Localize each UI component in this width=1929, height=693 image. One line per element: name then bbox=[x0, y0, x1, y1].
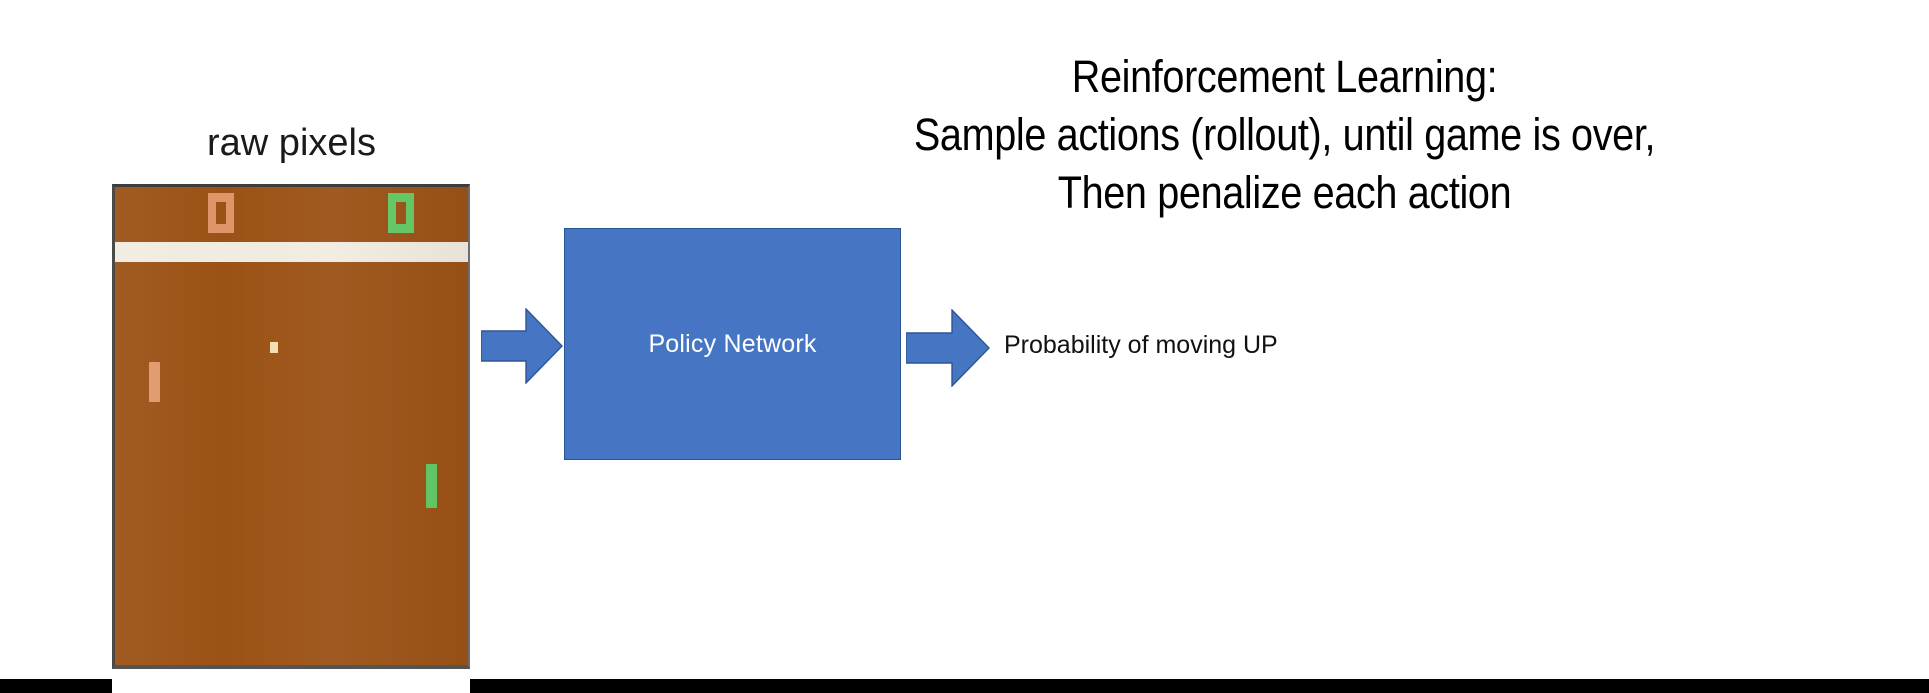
output-probability-label: Probability of moving UP bbox=[1004, 331, 1278, 359]
arrow-policy-to-probability-icon bbox=[906, 309, 990, 387]
pong-divider-line bbox=[115, 242, 468, 262]
pong-game-screen bbox=[112, 184, 470, 669]
policy-network-label: Policy Network bbox=[648, 329, 817, 358]
letterbox-bar-right bbox=[470, 679, 1929, 693]
letterbox-bar-left bbox=[0, 679, 112, 693]
raw-pixels-caption: raw pixels bbox=[207, 122, 376, 164]
paddle-left bbox=[149, 362, 160, 402]
headline-line-2: Sample actions (rollout), until game is … bbox=[913, 109, 1656, 160]
page-title: Reinforcement Learning: Sample actions (… bbox=[717, 48, 1851, 222]
score-left-digit bbox=[208, 193, 234, 233]
score-right-digit bbox=[388, 193, 414, 233]
headline-line-1: Reinforcement Learning: bbox=[1071, 51, 1498, 102]
pong-ball bbox=[270, 342, 278, 353]
paddle-right bbox=[426, 464, 437, 508]
pong-score-bar bbox=[115, 187, 468, 241]
arrow-raw-pixels-to-policy-icon bbox=[481, 308, 563, 384]
policy-network-box[interactable]: Policy Network bbox=[564, 228, 901, 460]
headline-line-3: Then penalize each action bbox=[1057, 167, 1512, 218]
